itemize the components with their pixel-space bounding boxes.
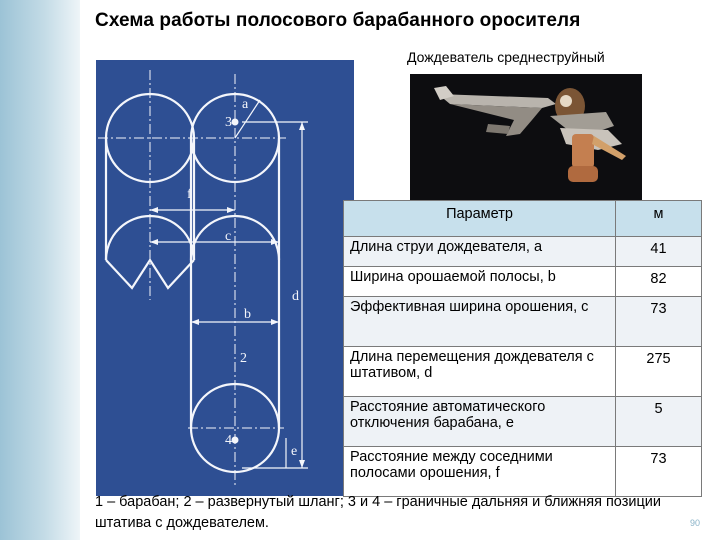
label-b: b: [244, 307, 251, 322]
param-name: Эффективная ширина орошения, с: [343, 296, 616, 347]
param-value: 41: [615, 236, 702, 267]
label-2: 2: [240, 351, 247, 366]
param-value: 5: [615, 396, 702, 447]
table-row: Длина струи дождевателя, а 41: [343, 236, 702, 267]
label-d: d: [292, 289, 299, 304]
diagram-dimension-lines: [150, 99, 308, 469]
sprinkler-photo: [410, 74, 642, 202]
param-value: 275: [615, 346, 702, 397]
label-3: 3: [225, 115, 232, 130]
param-value: 73: [615, 296, 702, 347]
header-param: Параметр: [343, 200, 616, 237]
label-f: f: [187, 187, 192, 202]
table-row: Расстояние между соседними полосами орош…: [343, 446, 702, 497]
photo-caption: Дождеватель среднеструйный: [407, 49, 605, 65]
label-4: 4: [225, 433, 232, 448]
table-header-row: Параметр м: [343, 200, 702, 237]
param-value: 73: [615, 446, 702, 497]
table-row: Расстояние автоматического отключения ба…: [343, 396, 702, 447]
param-name: Длина перемещения дождевателя с штативом…: [343, 346, 616, 397]
parameters-table: Параметр м Длина струи дождевателя, а 41…: [343, 200, 702, 497]
param-name: Расстояние автоматического отключения ба…: [343, 396, 616, 447]
label-a: a: [242, 97, 249, 112]
param-name: Ширина орошаемой полосы, b: [343, 266, 616, 297]
table-row: Эффективная ширина орошения, с 73: [343, 296, 702, 347]
param-name: Расстояние между соседними полосами орош…: [343, 446, 616, 497]
table-row: Ширина орошаемой полосы, b 82: [343, 266, 702, 297]
header-unit: м: [615, 200, 702, 237]
label-c: c: [225, 229, 231, 244]
legend-caption: 1 – барабан; 2 – развернутый шланг; 3 и …: [95, 494, 661, 531]
param-name: Длина струи дождевателя, а: [343, 236, 616, 267]
page-number: 90: [690, 518, 701, 528]
decorative-side-bar: [0, 0, 80, 540]
label-e: e: [291, 444, 297, 459]
table-row: Длина перемещения дождевателя с штативом…: [343, 346, 702, 397]
irrigation-scheme-diagram: a f c b d e 3 2 4: [96, 60, 354, 496]
diagram-centerlines: [98, 70, 286, 488]
slide-title: Схема работы полосового барабанного орос…: [95, 10, 581, 31]
param-value: 82: [615, 266, 702, 297]
